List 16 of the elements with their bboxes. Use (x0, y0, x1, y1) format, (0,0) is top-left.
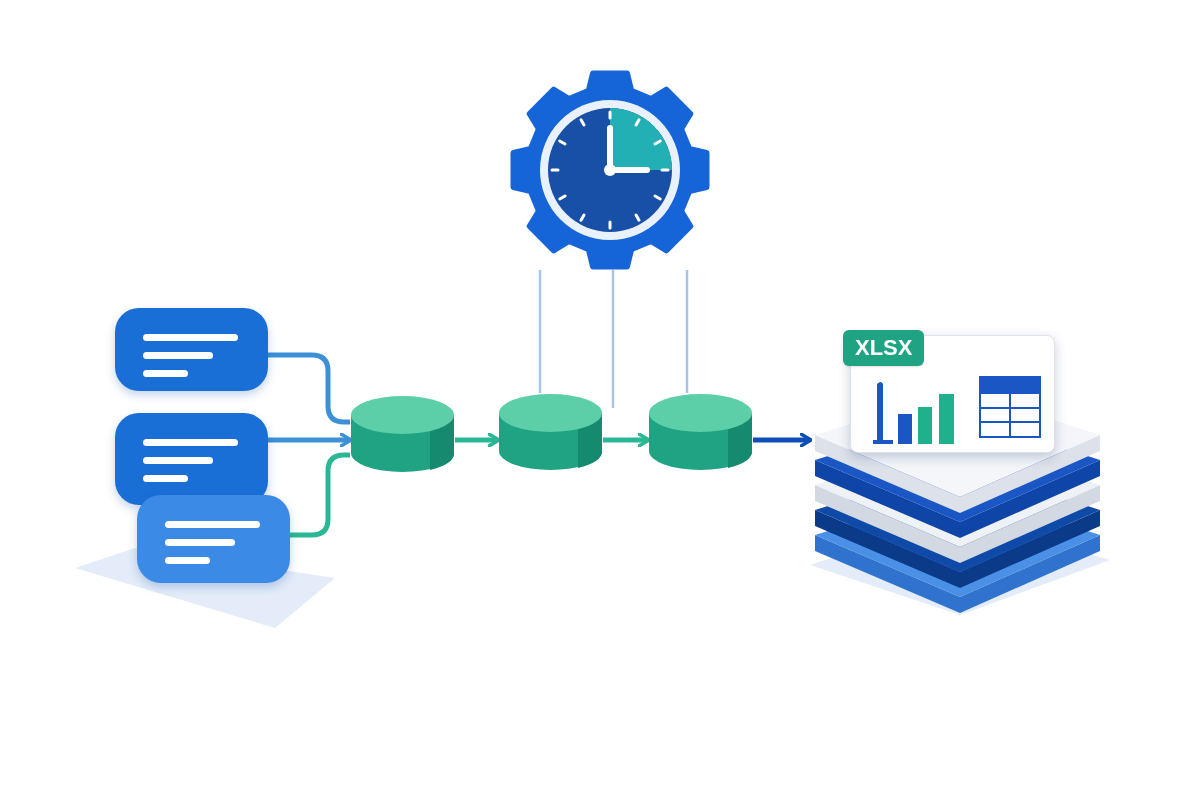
message-card (115, 413, 268, 505)
message-card (137, 495, 290, 583)
format-tag: XLSX (843, 330, 925, 366)
cylinder (648, 393, 753, 471)
arrow (455, 432, 501, 448)
message-card (115, 308, 268, 391)
connector-line (290, 452, 350, 538)
connector-line (685, 270, 689, 393)
cylinder (350, 395, 455, 473)
connector-line (538, 270, 542, 393)
cylinder (498, 393, 603, 471)
connector-line (611, 270, 615, 408)
arrow (753, 432, 813, 448)
arrow (603, 432, 651, 448)
connector-line (268, 352, 350, 425)
arrow (268, 432, 353, 448)
